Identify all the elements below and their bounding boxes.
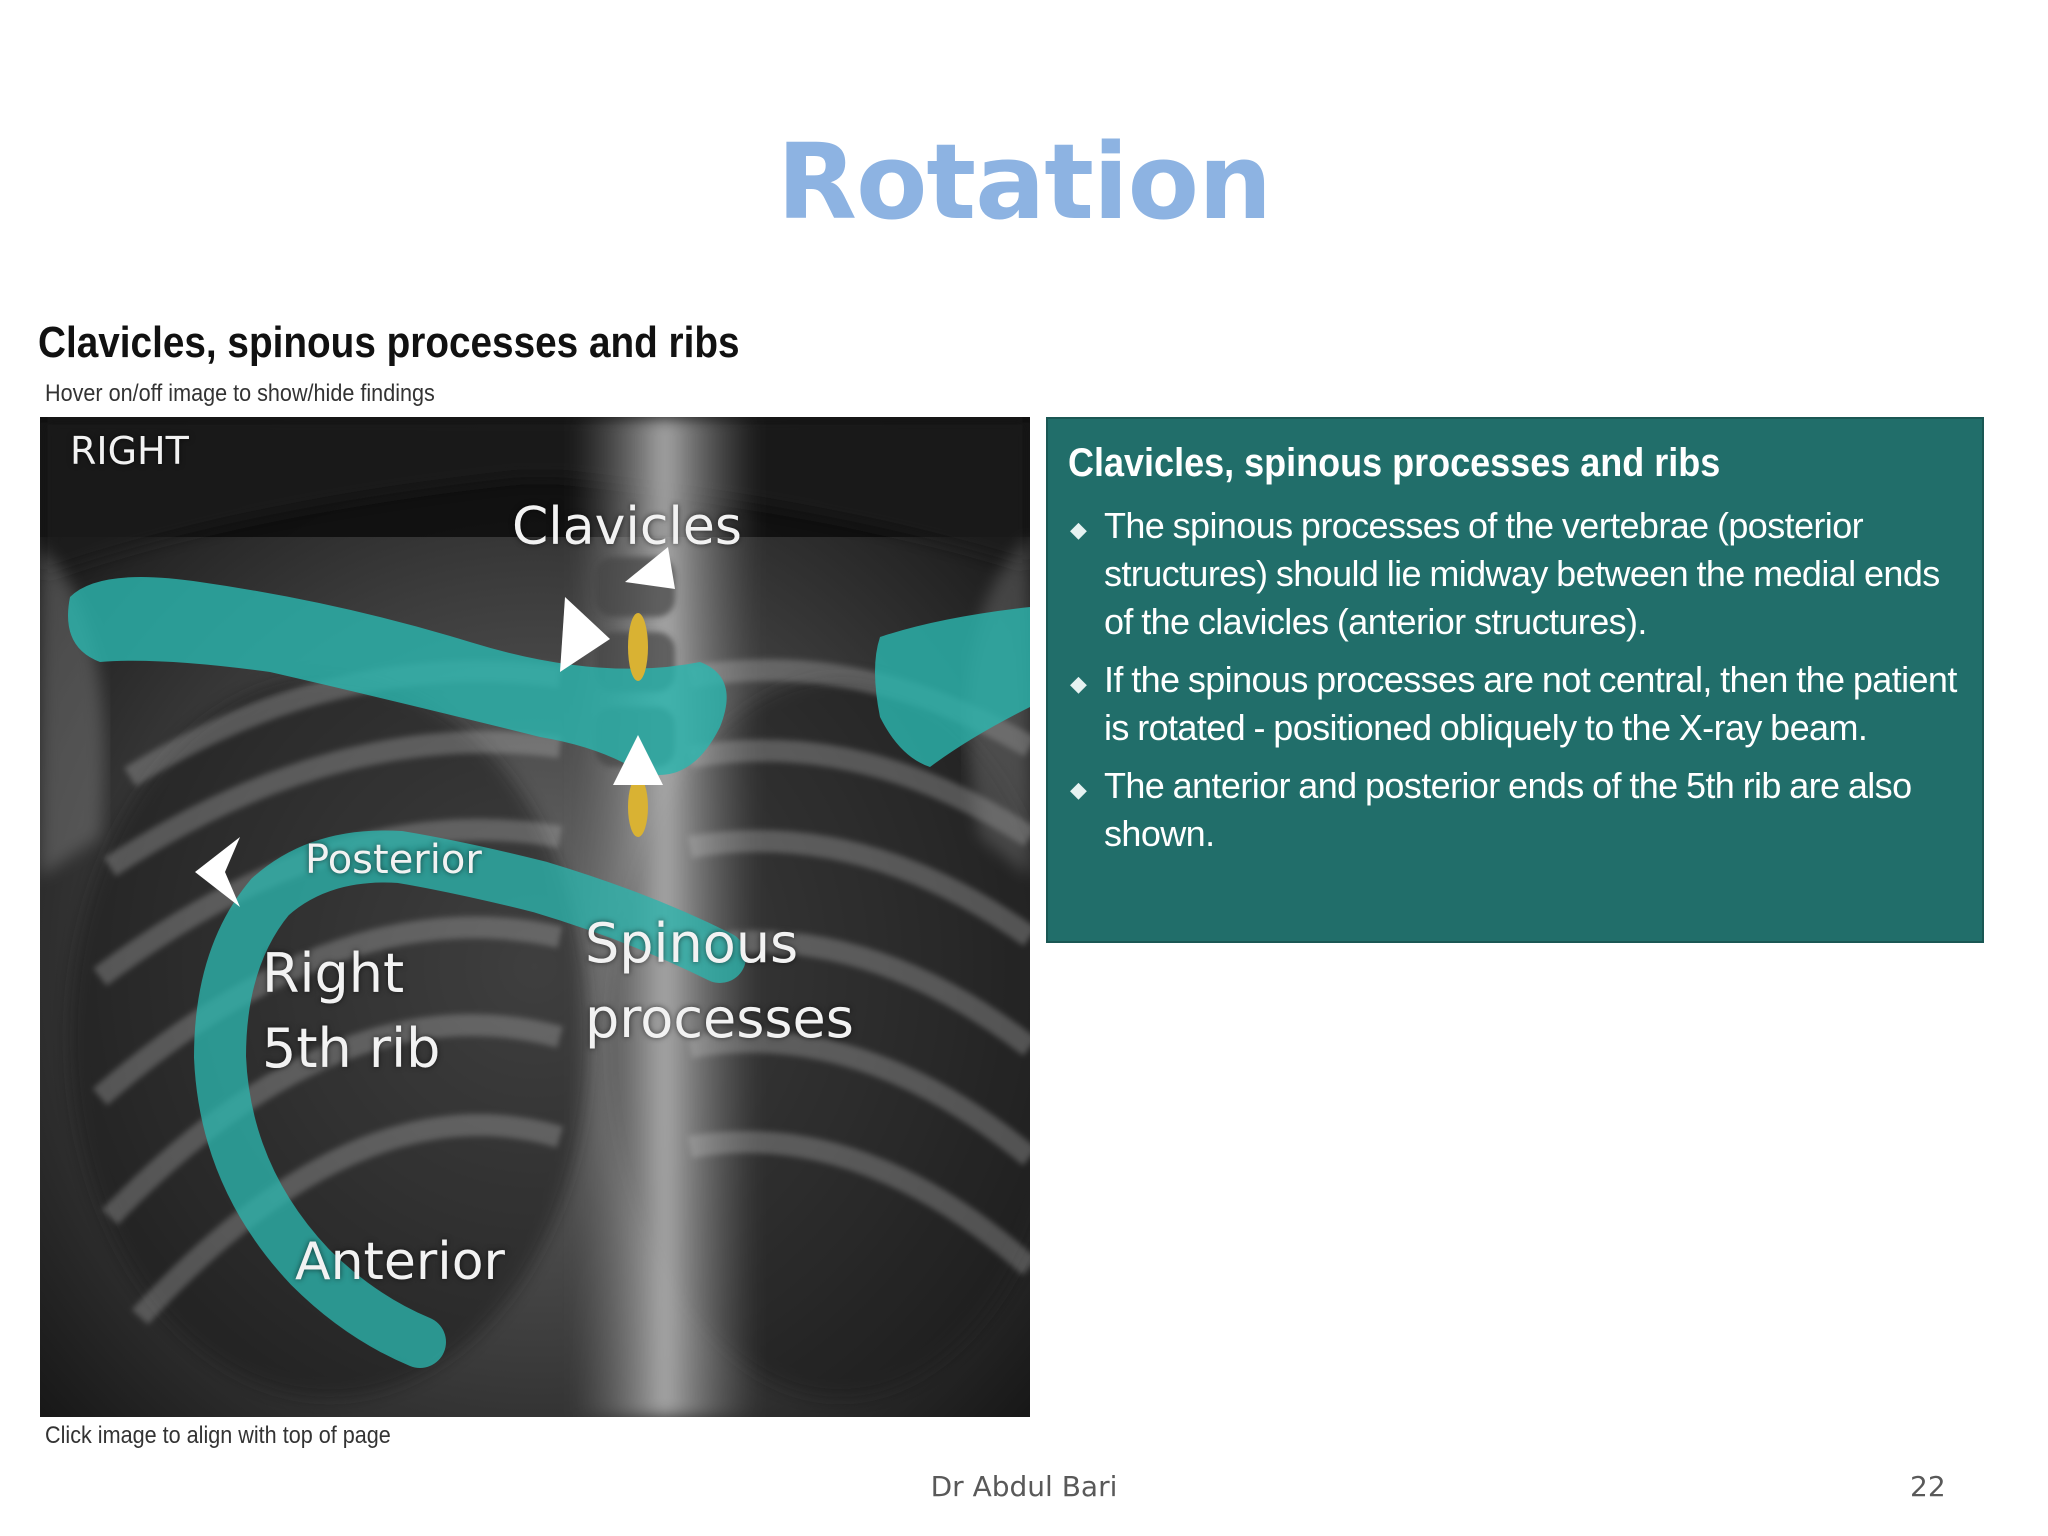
findings-panel: Clavicles, spinous processes and ribs ◆ …	[1046, 417, 1984, 943]
spinous-marker-upper	[628, 613, 648, 681]
findings-item: ◆ The anterior and posterior ends of the…	[1068, 762, 1962, 858]
processes-label: processes	[585, 987, 854, 1050]
findings-list: ◆ The spinous processes of the vertebrae…	[1068, 502, 1962, 858]
diamond-bullet-icon: ◆	[1070, 671, 1087, 696]
spinous-marker-lower	[628, 777, 648, 837]
rib-arrow	[195, 837, 240, 907]
fifth-rib-label: 5th rib	[262, 1017, 441, 1080]
findings-item: ◆ The spinous processes of the vertebrae…	[1068, 502, 1962, 646]
clavicle-arrow-right	[625, 547, 675, 589]
section-heading: Clavicles, spinous processes and ribs	[38, 318, 740, 367]
right-clavicle-overlay	[68, 577, 727, 775]
posterior-label: Posterior	[305, 837, 482, 883]
findings-item-text: The spinous processes of the vertebrae (…	[1104, 505, 1940, 642]
slide-title: Rotation	[776, 121, 1272, 243]
xray-side-label: RIGHT	[70, 429, 189, 473]
footer-author: Dr Abdul Bari	[930, 1470, 1118, 1503]
clavicle-arrow-left	[560, 597, 610, 672]
findings-panel-title: Clavicles, spinous processes and ribs	[1068, 441, 1721, 485]
right-fifth-rib-overlay	[193, 830, 746, 1368]
hover-hint: Hover on/off image to show/hide findings	[45, 380, 435, 407]
findings-item-text: If the spinous processes are not central…	[1104, 659, 1957, 748]
right-label: Right	[262, 942, 405, 1005]
xray-illustration	[40, 417, 1030, 1417]
chest-xray-image[interactable]: RIGHT Clavicles Posterior Right 5th rib …	[40, 417, 1030, 1417]
diamond-bullet-icon: ◆	[1070, 777, 1087, 802]
diamond-bullet-icon: ◆	[1070, 517, 1087, 542]
anterior-label: Anterior	[295, 1232, 505, 1292]
spinous-arrow	[613, 735, 663, 785]
click-hint: Click image to align with top of page	[45, 1422, 391, 1449]
clavicles-label: Clavicles	[512, 497, 742, 557]
left-clavicle-overlay	[875, 607, 1030, 767]
findings-item: ◆ If the spinous processes are not centr…	[1068, 656, 1962, 752]
page-number: 22	[1910, 1470, 1946, 1503]
spinous-label: Spinous	[585, 912, 799, 975]
findings-item-text: The anterior and posterior ends of the 5…	[1104, 765, 1912, 854]
